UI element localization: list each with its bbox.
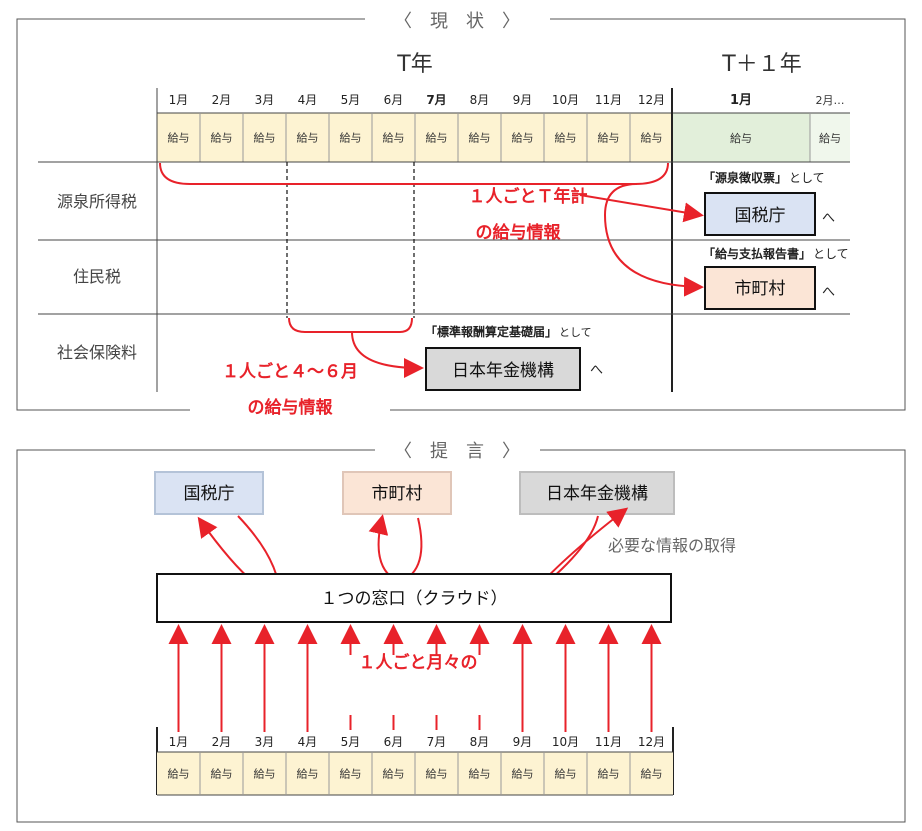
next-salary-2: 給与	[819, 131, 841, 145]
month-label: 3月	[255, 93, 275, 107]
salary-cell: 給与	[254, 767, 276, 781]
q2-dashed-lines	[286, 162, 415, 318]
salary-cell: 給与	[469, 131, 491, 145]
month-label: 12月	[638, 735, 665, 749]
proposal-panel	[16, 449, 906, 823]
row-label-social-insurance: 社会保険料	[57, 343, 137, 362]
box-pension-proposal-label: 日本年金機構	[546, 484, 648, 504]
salary-cell: 給与	[426, 767, 448, 781]
year-t1-label: T＋１年	[721, 52, 801, 77]
next-year-cells	[671, 88, 850, 392]
month-label: 9月	[513, 735, 533, 749]
salary-cell: 給与	[168, 131, 190, 145]
box-pension-current-label: 日本年金機構	[452, 361, 554, 381]
month-label: 2月	[212, 735, 232, 749]
next-salary-1: 給与	[730, 131, 752, 145]
salary-cell: 給与	[426, 131, 448, 145]
to-muni: へ	[822, 285, 835, 300]
month-label: 8月	[470, 93, 490, 107]
month-label: 2月	[212, 93, 232, 107]
current-section-title: 〈 現 状 〉	[394, 11, 520, 32]
salary-cell: 給与	[211, 767, 233, 781]
month-label: 4月	[298, 735, 318, 749]
acquire-text: 必要な情報の取得	[608, 536, 736, 555]
row-label-income-tax: 源泉所得税	[57, 192, 137, 211]
salary-cell: 給与	[297, 767, 319, 781]
note-q2-line1: １人ごと４～６月	[222, 361, 358, 382]
month-label: 1月	[169, 93, 189, 107]
salary-cell: 給与	[598, 131, 620, 145]
row-lines	[38, 88, 850, 392]
month-label: 3月	[255, 735, 275, 749]
month-label: 9月	[513, 93, 533, 107]
to-nta: へ	[822, 211, 835, 226]
month-label: 11月	[595, 93, 622, 107]
month-label: 12月	[638, 93, 665, 107]
month-label: 7月	[427, 735, 447, 749]
monthly-up-arrows	[168, 624, 662, 732]
salary-cell: 給与	[555, 767, 577, 781]
box-nta-proposal	[154, 471, 264, 515]
month-label: 5月	[341, 735, 361, 749]
salary-cell: 給与	[469, 767, 491, 781]
month-label: 1月	[169, 735, 189, 749]
cloud-window-label: １つの窓口（クラウド）	[321, 589, 508, 609]
q2-brace	[288, 317, 424, 378]
salary-cell: 給与	[297, 131, 319, 145]
to-pension: へ	[590, 363, 603, 378]
cloud-window	[156, 573, 672, 623]
box-nta-proposal-label: 国税庁	[184, 484, 235, 504]
month-label: 10月	[552, 735, 579, 749]
salary-cell: 給与	[641, 767, 663, 781]
note-q2-line2: の給与情報	[248, 397, 334, 418]
salary-cell: 給与	[383, 767, 405, 781]
box-pension-proposal	[519, 471, 675, 515]
salary-cell: 給与	[598, 767, 620, 781]
doc-label-standard-remuneration: 「標準報酬算定基礎届」として	[425, 324, 592, 339]
salary-cell: 給与	[340, 131, 362, 145]
box-muni-current	[704, 266, 816, 310]
month-label: 4月	[298, 93, 318, 107]
month-label: 8月	[470, 735, 490, 749]
doc-label-withholding: 「源泉徴収票」として	[703, 170, 825, 185]
month-label: 6月	[384, 735, 404, 749]
row-label-resident-tax: 住民税	[73, 267, 121, 286]
salary-cell: 給与	[512, 131, 534, 145]
next-month-1: 1月	[730, 93, 752, 108]
salary-cell: 給与	[254, 131, 276, 145]
box-muni-proposal	[342, 471, 452, 515]
box-muni-current-label: 市町村	[735, 279, 786, 299]
note-year-line1: １人ごとＴ年計	[469, 186, 588, 207]
year-brace	[159, 162, 704, 297]
box-nta-current	[704, 192, 816, 236]
current-panel	[16, 18, 906, 411]
month-label: 6月	[384, 93, 404, 107]
proposal-section-title: 〈 提 言 〉	[394, 441, 520, 462]
month-label: 7月	[426, 93, 446, 107]
next-month-2: 2月…	[816, 94, 845, 107]
doc-label-salary-report: 「給与支払報告書」として	[703, 246, 849, 261]
salary-cell: 給与	[383, 131, 405, 145]
salary-cell: 給与	[641, 131, 663, 145]
month-label: 10月	[552, 93, 579, 107]
box-pension-current	[425, 347, 581, 391]
monthly-text: １人ごと月々の	[359, 652, 478, 673]
note-year-line2: の給与情報	[476, 222, 562, 243]
year-t-label: T年	[396, 52, 432, 77]
salary-cell: 給与	[512, 767, 534, 781]
salary-cell: 給与	[555, 131, 577, 145]
box-muni-proposal-label: 市町村	[372, 484, 423, 504]
salary-cell: 給与	[340, 767, 362, 781]
salary-cell: 給与	[211, 131, 233, 145]
box-nta-current-label: 国税庁	[735, 206, 786, 226]
month-label: 5月	[341, 93, 361, 107]
salary-cell: 給与	[168, 767, 190, 781]
month-label: 11月	[595, 735, 622, 749]
